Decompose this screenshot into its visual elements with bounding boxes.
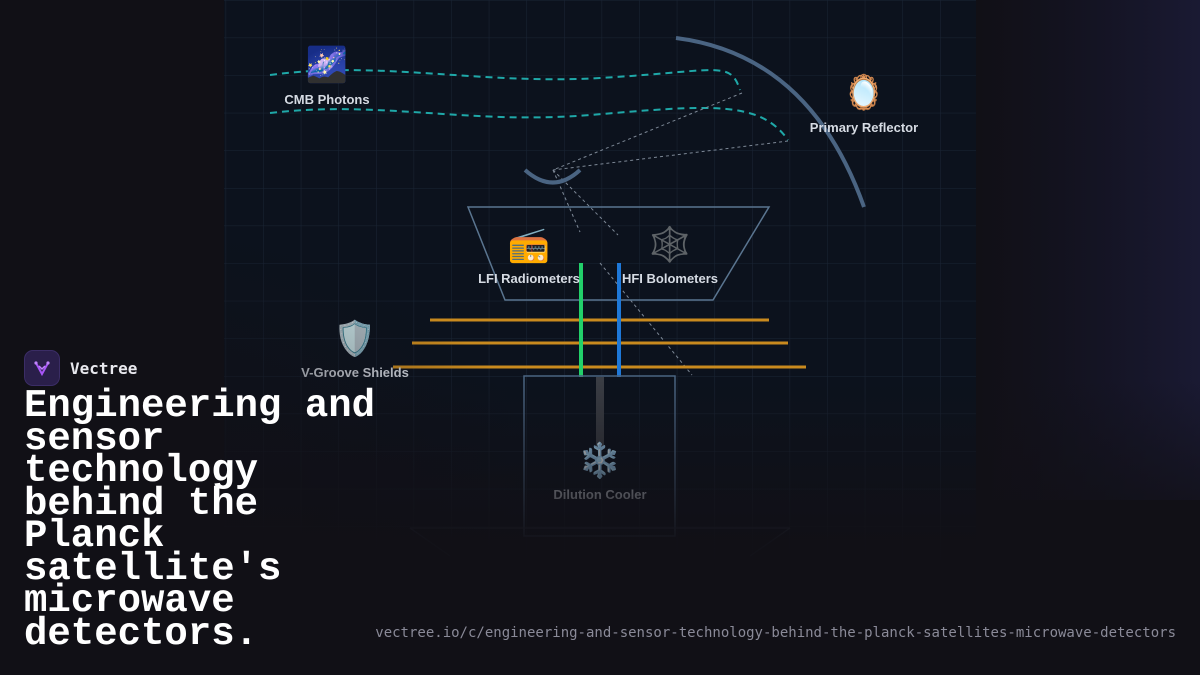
cmb-photons-label: CMB Photons [284,92,369,107]
brand-name: Vectree [70,358,138,378]
web-icon: 🕸️ [649,225,691,265]
page-url[interactable]: vectree.io/c/engineering-and-sensor-tech… [375,625,1176,641]
v-groove-shields-label: V-Groove Shields [301,365,409,380]
lfi-radiometers-label: LFI Radiometers [478,271,580,286]
vectree-logo-icon [24,350,60,386]
dilution-cooler-label: Dilution Cooler [553,487,646,502]
primary-reflector-label: Primary Reflector [810,120,918,135]
brand[interactable]: Vectree [24,350,137,386]
snowflake-icon: ❄️ [579,441,621,481]
mirror-icon: 🪞 [843,73,885,113]
milky-way-icon: 🌌 [306,45,348,85]
hfi-bolometers-label: HFI Bolometers [622,271,718,286]
right-glow [976,0,1200,500]
shield-icon: 🛡️ [334,319,376,359]
page-title: Engineering and sensor technology behind… [24,384,376,656]
radio-icon: 📻 [508,225,550,265]
cooler-stem [596,377,604,447]
